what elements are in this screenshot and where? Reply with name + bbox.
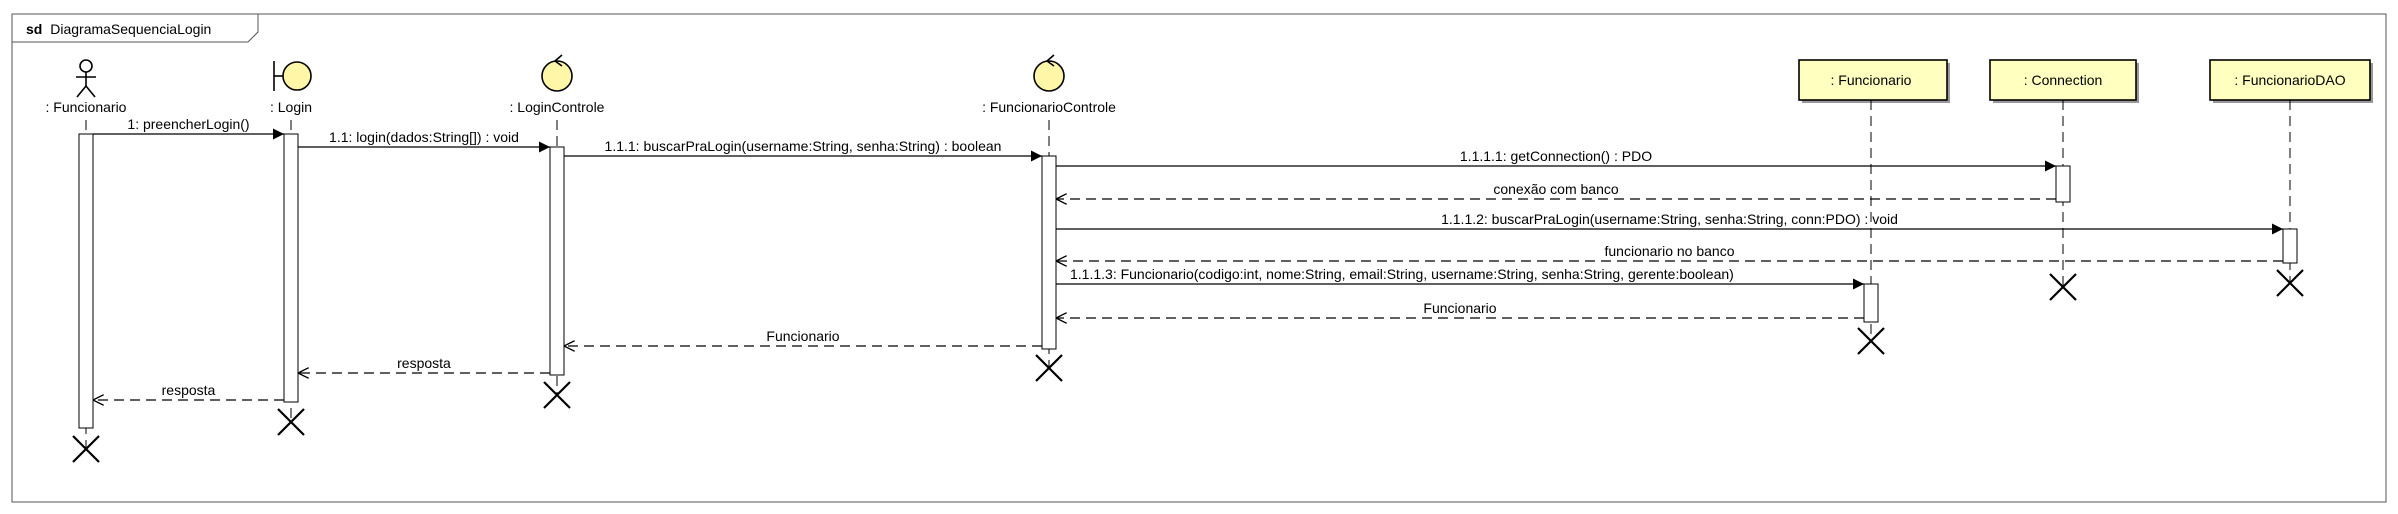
- message-label: 1.1.1.1: getConnection() : PDO: [1460, 148, 1652, 164]
- message-label: funcionario no banco: [1605, 243, 1735, 259]
- activation-bar: [78, 133, 94, 429]
- participant-funcionario-controle[interactable]: : FuncionarioControle: [982, 54, 1116, 382]
- participant-login-controle[interactable]: : LoginControle: [510, 54, 605, 409]
- control-icon: [541, 54, 573, 92]
- destroy-icon: [1035, 354, 1063, 382]
- activation-bar: [283, 133, 299, 403]
- message-10[interactable]: Funcionario: [564, 328, 1042, 346]
- message-label: resposta: [397, 355, 451, 371]
- message-3[interactable]: 1.1.1: buscarPraLogin(username:String, s…: [564, 138, 1042, 162]
- diagram-frame: sd DiagramaSequenciaLogin: [11, 13, 2387, 503]
- participant-label: : Connection: [2024, 72, 2103, 88]
- message-label: 1.1.1: buscarPraLogin(username:String, s…: [605, 138, 1002, 154]
- activation-bar: [549, 146, 565, 376]
- actor-icon: [76, 59, 96, 98]
- participant-funcionario-dao[interactable]: : FuncionarioDAO: [2209, 59, 2373, 297]
- message-label: 1.1: login(dados:String[]) : void: [329, 129, 519, 145]
- activation-bar: [1041, 155, 1057, 350]
- participants: : Funcionario : Login : LoginControle : Fun…: [46, 54, 2373, 463]
- message-8[interactable]: 1.1.1.3: Funcionario(codigo:int, nome:St…: [1056, 266, 1864, 290]
- message-12[interactable]: resposta: [93, 382, 284, 400]
- message-label: Funcionario: [766, 328, 839, 344]
- message-4[interactable]: 1.1.1.1: getConnection() : PDO: [1056, 148, 2056, 172]
- frame-border: [11, 13, 2387, 503]
- frame-name: DiagramaSequenciaLogin: [50, 21, 211, 37]
- participant-login[interactable]: : Login: [270, 61, 312, 436]
- message-7[interactable]: funcionario no banco: [1056, 243, 2283, 261]
- participant-label: : Funcionario: [46, 99, 127, 115]
- destroy-icon: [543, 381, 571, 409]
- participant-label: : LoginControle: [510, 99, 605, 115]
- frame-label-tab: [12, 14, 259, 43]
- participant-label: : Login: [270, 99, 312, 115]
- destroy-icon: [72, 435, 100, 463]
- activation-bar: [2282, 228, 2298, 264]
- message-1[interactable]: 1: preencherLogin(): [93, 116, 284, 140]
- participant-label: : FuncionarioControle: [982, 99, 1116, 115]
- boundary-icon: [273, 61, 312, 91]
- participant-funcionario-actor[interactable]: : Funcionario: [46, 59, 127, 463]
- messages: 1: preencherLogin() 1.1: login(dados:Stri…: [93, 116, 2283, 400]
- message-label: conexão com banco: [1493, 181, 1619, 197]
- participant-label: : Funcionario: [1831, 72, 1912, 88]
- frame-keyword: sd: [26, 21, 42, 37]
- message-label: 1: preencherLogin(): [127, 116, 249, 132]
- object-box: [2209, 59, 2371, 101]
- control-icon: [1033, 54, 1065, 92]
- message-11[interactable]: resposta: [298, 355, 550, 373]
- message-label: Funcionario: [1423, 300, 1496, 316]
- destroy-icon: [2276, 269, 2304, 297]
- object-box: [1798, 59, 1948, 101]
- message-label: 1.1.1.2: buscarPraLogin(username:String,…: [1441, 211, 1898, 227]
- participant-connection[interactable]: : Connection: [1989, 59, 2139, 301]
- destroy-icon: [2049, 273, 2077, 301]
- svg-text:sd DiagramaSequenciaLogi: sd DiagramaSequenciaLogin: [26, 21, 211, 37]
- message-6[interactable]: 1.1.1.2: buscarPraLogin(username:String,…: [1056, 211, 2283, 235]
- message-label: resposta: [162, 382, 216, 398]
- activation-bar: [2055, 165, 2071, 203]
- message-9[interactable]: Funcionario: [1056, 300, 1864, 318]
- message-5[interactable]: conexão com banco: [1056, 181, 2056, 199]
- participant-label: : FuncionarioDAO: [2234, 72, 2345, 88]
- destroy-icon: [277, 408, 305, 436]
- destroy-icon: [1857, 327, 1885, 355]
- message-label: 1.1.1.3: Funcionario(codigo:int, nome:St…: [1070, 266, 1734, 282]
- message-2[interactable]: 1.1: login(dados:String[]) : void: [298, 129, 550, 153]
- activation-bar: [1863, 283, 1879, 323]
- participant-funcionario-obj[interactable]: : Funcionario: [1798, 59, 1950, 355]
